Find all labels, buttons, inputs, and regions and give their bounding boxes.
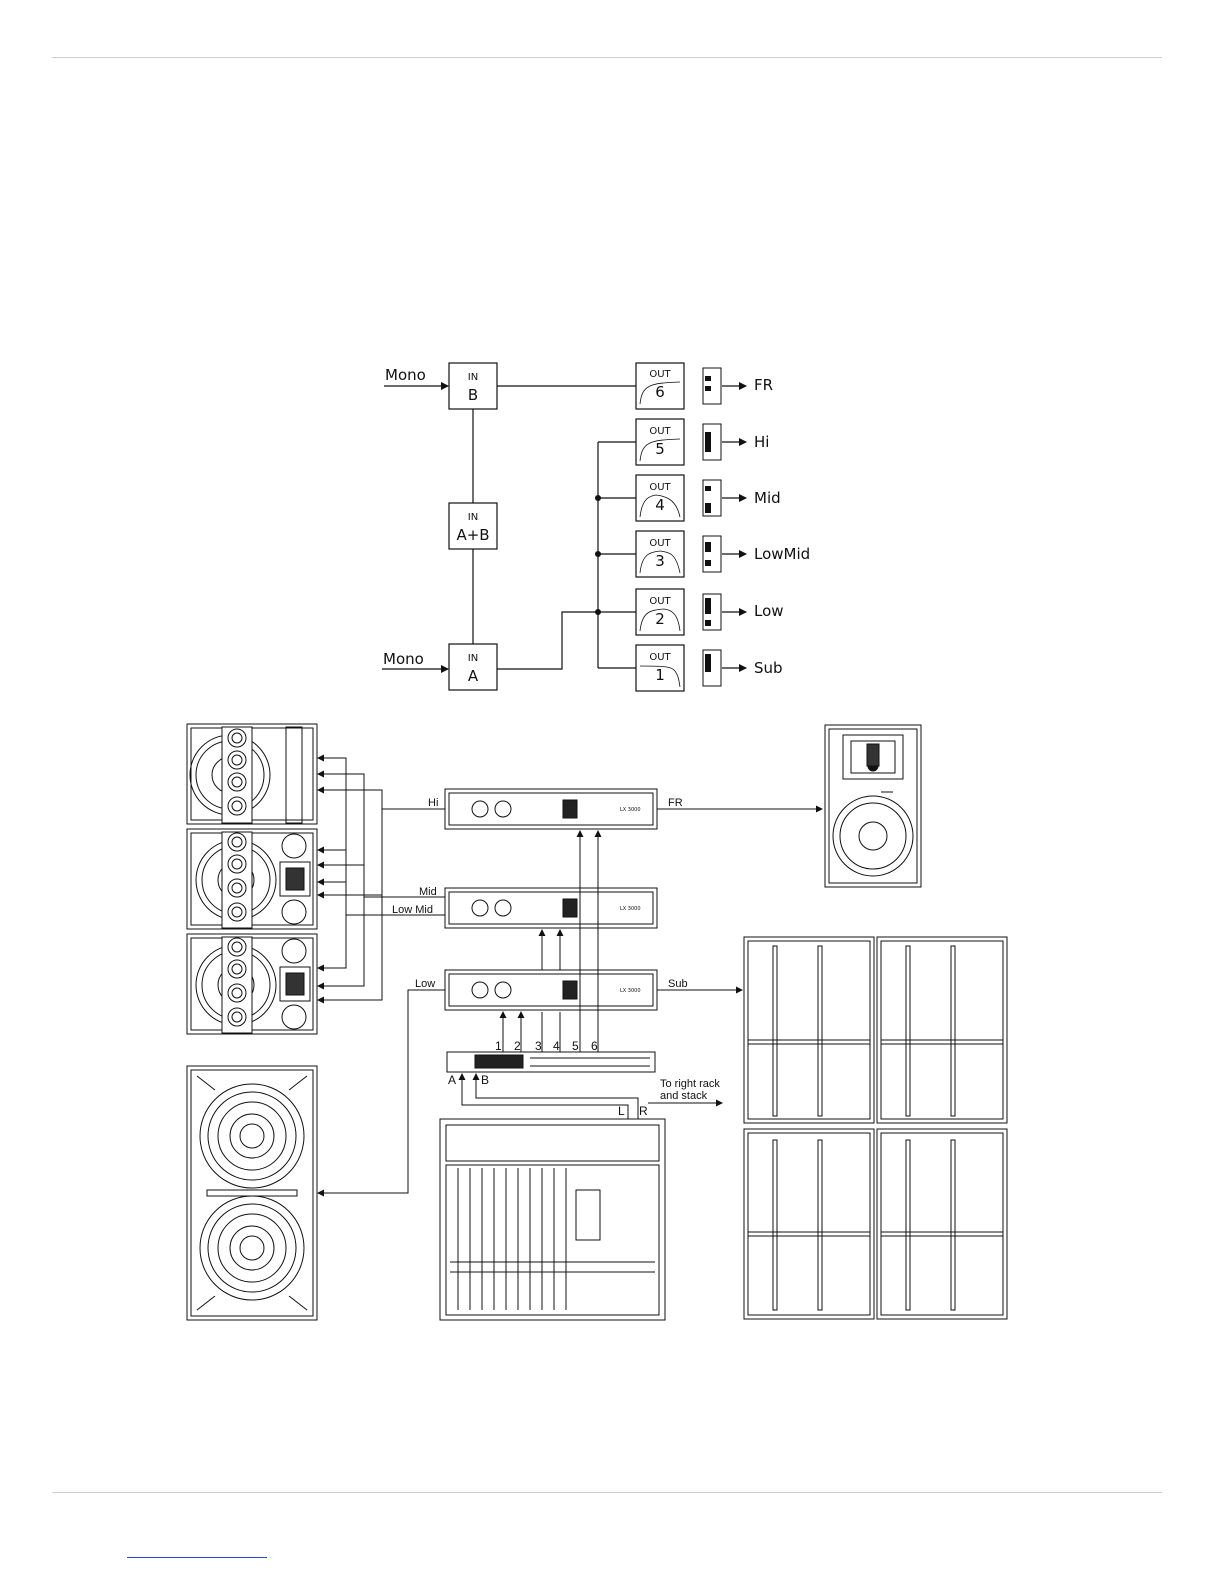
amp-top-model: LX 3000 [620,807,641,813]
amplifier-bottom: LX 3000 [445,970,657,1010]
right-rack-note-line1: To right rack [660,1078,720,1090]
left-subwoofer [187,1066,317,1320]
mixing-console [440,1119,665,1320]
amp-middle-model: LX 3000 [620,906,641,912]
wire-label-hi: Hi [428,797,438,809]
proc-in-b: B [481,1073,489,1087]
wire-label-mid: Mid [419,886,437,898]
wire-label-lowmid: Low Mid [392,904,433,916]
proc-in-a: A [448,1073,456,1087]
wire-label-sub: Sub [668,978,688,990]
wire-label-low: Low [415,978,435,990]
proc-out-1: 1 [495,1039,502,1053]
proc-out-3: 3 [535,1039,542,1053]
wire-label-fr: FR [668,797,683,809]
amp-bottom-model: LX 3000 [620,988,641,994]
proc-out-6: 6 [591,1039,598,1053]
mixer-out-r: R [639,1104,648,1118]
crossover-processor [447,1052,655,1072]
proc-out-2: 2 [514,1039,521,1053]
mixer-out-l: L [618,1104,625,1118]
amplifier-top: LX 3000 [445,789,657,829]
full-range-speaker [825,725,921,887]
proc-out-4: 4 [553,1039,560,1053]
mid-high-speaker-stack [187,724,317,1034]
right-subwoofer-stack [744,937,1007,1319]
proc-out-5: 5 [572,1039,579,1053]
amplifier-middle: LX 3000 [445,888,657,928]
right-rack-note-line2: and stack [660,1090,708,1102]
